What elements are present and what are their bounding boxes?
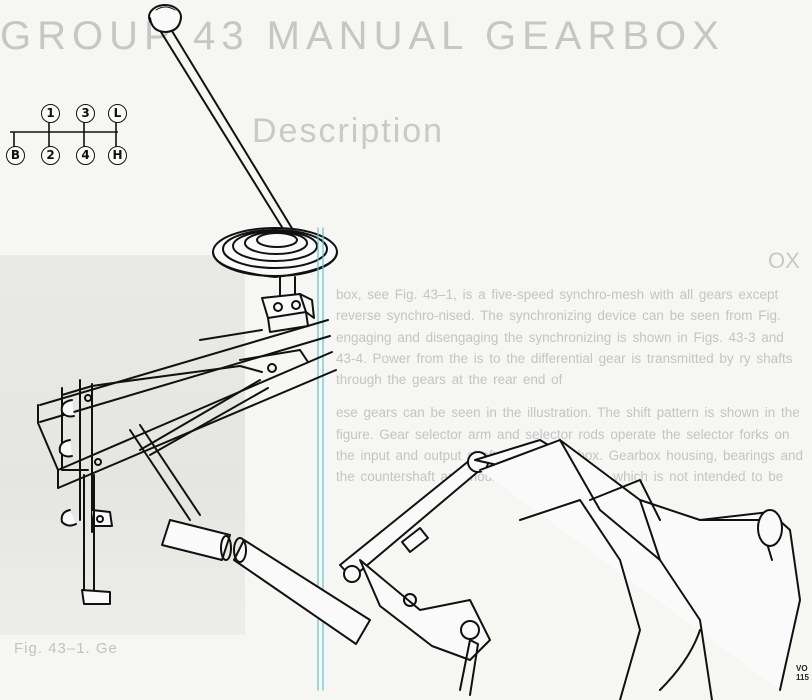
figure-reference-line-2: 115 [796,673,809,682]
gear-h-marker: H [108,146,127,165]
subsection-title: OX [768,248,800,273]
left-frame [58,379,113,533]
figure-reference-code: VO 115 [796,664,812,682]
figure-reference-line-1: VO [796,664,808,673]
gear-4-marker: 4 [76,146,95,165]
rubber-boot [212,227,338,278]
background-photo-ghost [0,255,245,635]
figure-caption: Fig. 43–1. Ge [14,640,118,657]
gear-b-marker: B [6,146,25,165]
shift-pattern-lines [10,118,118,148]
main-beams [37,319,337,489]
selector-tube [233,537,371,645]
lower-linkage [359,559,491,696]
lever-bracket [261,293,315,333]
page-title: GROUP 43 MANUAL GEARBOX [0,14,725,58]
shift-knob [148,4,182,33]
section-title: Description [252,112,445,150]
foot-pads [81,589,111,605]
shift-lever [160,30,294,233]
support-legs [83,424,201,591]
gear-2-marker: 2 [41,146,60,165]
gear-1-marker: 1 [41,104,60,123]
tube-extension [161,519,232,561]
cross-members [119,329,309,456]
gear-l-marker: L [108,104,127,123]
gearbox-housing [479,439,801,700]
body-paragraph-1: box, see Fig. 43–1, is a five-speed sync… [336,287,793,388]
gear-3-marker: 3 [76,104,95,123]
body-text: box, see Fig. 43–1, is a five-speed sync… [336,284,806,500]
